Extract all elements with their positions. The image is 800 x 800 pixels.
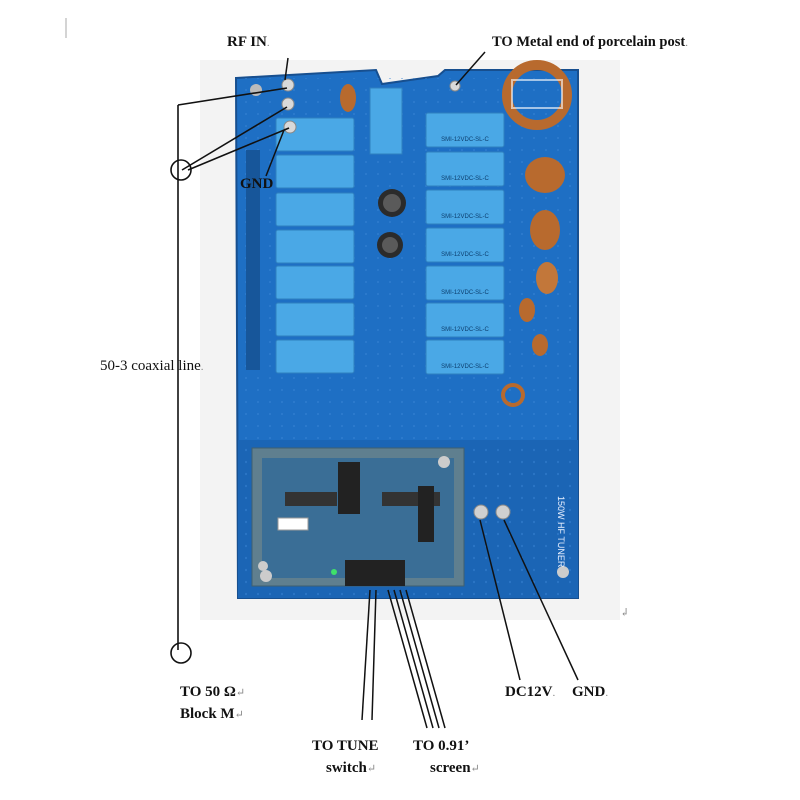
relay [275, 265, 355, 300]
para-mark: ↲ [620, 607, 630, 619]
pointer-lines [265, 51, 579, 729]
left-header-pins [246, 150, 260, 370]
relay [425, 189, 505, 225]
block-m-label: Block M↵ [180, 706, 244, 722]
relay-label: SMI-12VDC-SL-C [441, 214, 489, 220]
screen-label: screen↵ [430, 760, 480, 776]
relay-label: SMI-12VDC-SL-C [441, 327, 489, 333]
capacitors [377, 189, 406, 258]
relay-label: SMI-12VDC-SL-C [441, 137, 489, 143]
relay-label: SMI-12VDC-SL-C [441, 364, 489, 370]
relay [425, 112, 505, 148]
coax-line [170, 87, 290, 664]
relay [425, 227, 505, 263]
relay [275, 192, 355, 227]
rf-in-label: RF IN. [227, 34, 270, 50]
center-relay [369, 87, 403, 155]
relay [425, 151, 505, 187]
relay-bank-left [275, 117, 355, 374]
relay [425, 265, 505, 301]
relay [275, 339, 355, 374]
to-50-label: TO 50 Ω↵ [180, 684, 246, 700]
dc12v-label: DC12V. [505, 684, 556, 700]
relay [425, 302, 505, 338]
relay [425, 339, 505, 375]
copper-coils [340, 60, 572, 407]
to-screen-label: TO 0.91’ [413, 738, 470, 754]
relay [275, 154, 355, 189]
gnd-top-label: GND [240, 176, 274, 192]
relay-label: SMI-12VDC-SL-C [441, 252, 489, 258]
dc-terminals [258, 504, 569, 578]
control-board [251, 447, 465, 587]
gnd-bottom-label: GND. [572, 684, 609, 700]
coax-label: 50-3 coaxial line. [100, 358, 204, 374]
relay [275, 229, 355, 264]
to-tune-label: TO TUNE [312, 738, 379, 754]
to-metal-label: TO Metal end of porcelain post. [492, 34, 688, 50]
relay-label: SMI-12VDC-SL-C [441, 176, 489, 182]
switch-label: switch↵ [326, 760, 377, 776]
relay-bank-right: SMI-12VDC-SL-C SMI-12VDC-SL-C SMI-12VDC-SL… [425, 112, 505, 375]
relay [275, 302, 355, 337]
board-title: 150W HF TUNER [556, 496, 566, 568]
relay-label: SMI-12VDC-SL-C [441, 290, 489, 296]
